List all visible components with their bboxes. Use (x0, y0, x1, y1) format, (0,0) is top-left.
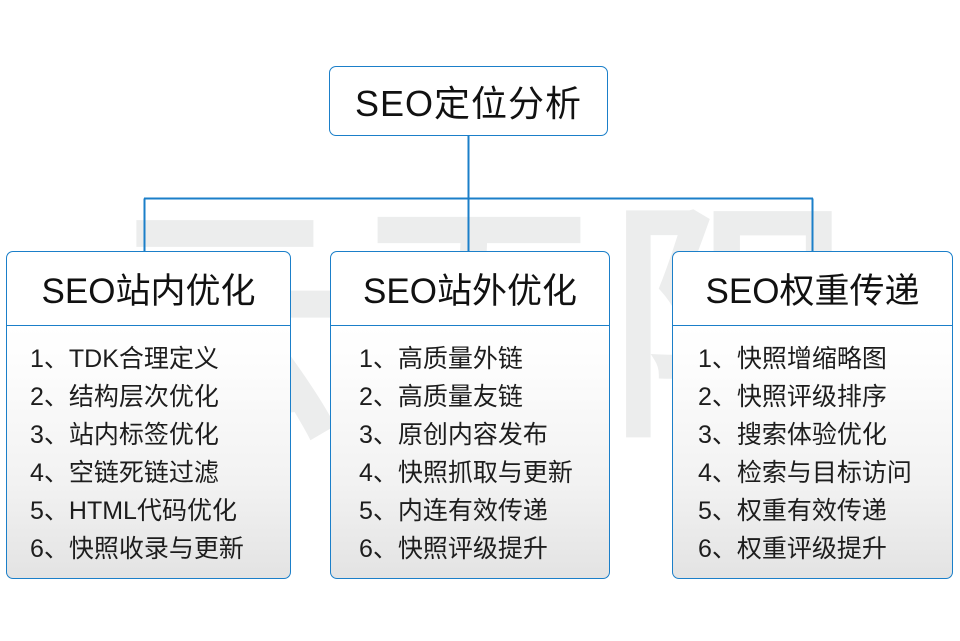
column-header-1[interactable]: SEO站外优化 (330, 251, 610, 326)
list-item: 4、快照抓取与更新 (359, 459, 573, 487)
list-item: 2、高质量友链 (359, 383, 523, 411)
list-item: 1、高质量外链 (359, 345, 523, 373)
column-seo-offsite: SEO站外优化 1、高质量外链 2、高质量友链 3、原创内容发布 4、快照抓取与… (330, 251, 610, 579)
list-item: 6、权重评级提升 (698, 535, 887, 563)
list-item: 6、快照收录与更新 (30, 535, 244, 563)
column-title-2: SEO权重传递 (705, 272, 920, 311)
list-item: 4、检索与目标访问 (698, 459, 912, 487)
list-item: 2、快照评级排序 (698, 383, 887, 411)
list-item: 5、HTML代码优化 (30, 497, 237, 525)
list-item: 3、原创内容发布 (359, 421, 548, 449)
column-header-0[interactable]: SEO站内优化 (6, 251, 291, 326)
column-title-0: SEO站内优化 (41, 272, 256, 311)
list-item: 3、搜索体验优化 (698, 421, 887, 449)
root-node-title: SEO定位分析 (354, 83, 583, 124)
column-title-1: SEO站外优化 (363, 272, 577, 311)
list-item: 1、快照增缩略图 (698, 345, 887, 373)
column-header-2[interactable]: SEO权重传递 (672, 251, 953, 326)
list-item: 2、结构层次优化 (30, 383, 219, 411)
list-item: 6、快照评级提升 (359, 535, 548, 563)
list-item: 4、空链死链过滤 (30, 459, 219, 487)
column-body-2: 1、快照增缩略图 2、快照评级排序 3、搜索体验优化 4、检索与目标访问 5、权… (672, 326, 953, 579)
list-item: 5、权重有效传递 (698, 497, 887, 525)
root-node[interactable]: SEO定位分析 (329, 66, 608, 136)
column-seo-onsite: SEO站内优化 1、TDK合理定义 2、结构层次优化 3、站内标签优化 4、空链… (6, 251, 291, 579)
column-seo-weight-transfer: SEO权重传递 1、快照增缩略图 2、快照评级排序 3、搜索体验优化 4、检索与… (672, 251, 953, 579)
list-item: 1、TDK合理定义 (30, 345, 219, 373)
list-item: 3、站内标签优化 (30, 421, 219, 449)
list-item: 5、内连有效传递 (359, 497, 548, 525)
column-body-0: 1、TDK合理定义 2、结构层次优化 3、站内标签优化 4、空链死链过滤 5、H… (6, 326, 291, 579)
column-body-1: 1、高质量外链 2、高质量友链 3、原创内容发布 4、快照抓取与更新 5、内连有… (330, 326, 610, 579)
